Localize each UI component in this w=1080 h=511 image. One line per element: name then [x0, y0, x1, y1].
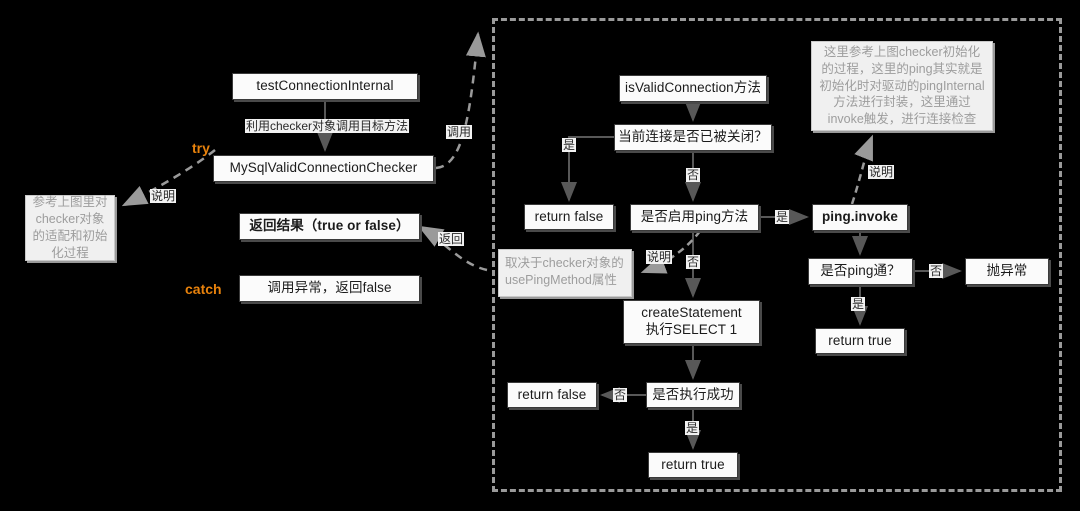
node-return-false-closed[interactable]: return false — [524, 204, 614, 230]
node-is-ping-enabled[interactable]: 是否启用ping方法 — [630, 204, 759, 231]
node-return-true-ping[interactable]: return true — [815, 328, 905, 354]
node-throw-exception[interactable]: 抛异常 — [965, 258, 1049, 285]
note-checker-init: 参考上图里对checker对象的适配和初始化过程 — [25, 195, 115, 261]
edge-label-explain-left: 说明 — [150, 189, 177, 203]
node-is-exec-success[interactable]: 是否执行成功 — [646, 382, 740, 408]
edge-label-explain-ping-attr: 说明 — [646, 250, 673, 264]
node-create-statement[interactable]: createStatement 执行SELECT 1 — [623, 300, 760, 344]
node-return-result[interactable]: 返回结果（true or false） — [239, 213, 420, 240]
edge-label-yes-ping-ok: 是 — [851, 297, 866, 311]
edge-label-yes-closed: 是 — [562, 138, 577, 152]
note-ping-invoke-detail: 这里参考上图checker初始化的过程，这里的ping其实就是初始化时对驱动的p… — [811, 41, 993, 131]
edge-label-return: 返回 — [438, 232, 465, 246]
edge-label-no-ping-ok: 否 — [929, 264, 944, 278]
edge-label-invoke: 调用 — [446, 125, 473, 139]
edge-label-use-checker: 利用checker对象调用目标方法 — [245, 119, 410, 133]
edge-label-no-ping: 否 — [686, 255, 701, 269]
edge-label-yes-ping: 是 — [775, 210, 790, 224]
edge-label-yes-exec: 是 — [685, 421, 700, 435]
node-return-false-exec[interactable]: return false — [507, 382, 597, 408]
edge-label-no-closed: 否 — [686, 168, 701, 182]
node-is-ping-ok[interactable]: 是否ping通？ — [808, 258, 913, 285]
node-is-valid-connection[interactable]: isValidConnection方法 — [619, 75, 767, 102]
node-test-connection-internal[interactable]: testConnectionInternal — [232, 73, 418, 100]
node-call-exception-return-false[interactable]: 调用异常，返回false — [239, 275, 420, 302]
node-ping-invoke[interactable]: ping.invoke — [812, 204, 908, 231]
node-is-connection-closed[interactable]: 当前连接是否已被关闭？ — [614, 124, 772, 151]
edge-label-explain-ping-invoke: 说明 — [868, 165, 895, 179]
right-flow-group-container — [492, 18, 1062, 492]
node-return-true-exec[interactable]: return true — [648, 452, 738, 478]
edge-label-no-exec: 否 — [613, 388, 628, 402]
note-ping-method-attribute: 取决于checker对象的usePingMethod属性 — [498, 249, 632, 297]
keyword-try: try — [192, 140, 210, 156]
keyword-catch: catch — [185, 281, 222, 297]
node-mysql-valid-connection-checker[interactable]: MySqlValidConnectionChecker — [213, 155, 434, 182]
